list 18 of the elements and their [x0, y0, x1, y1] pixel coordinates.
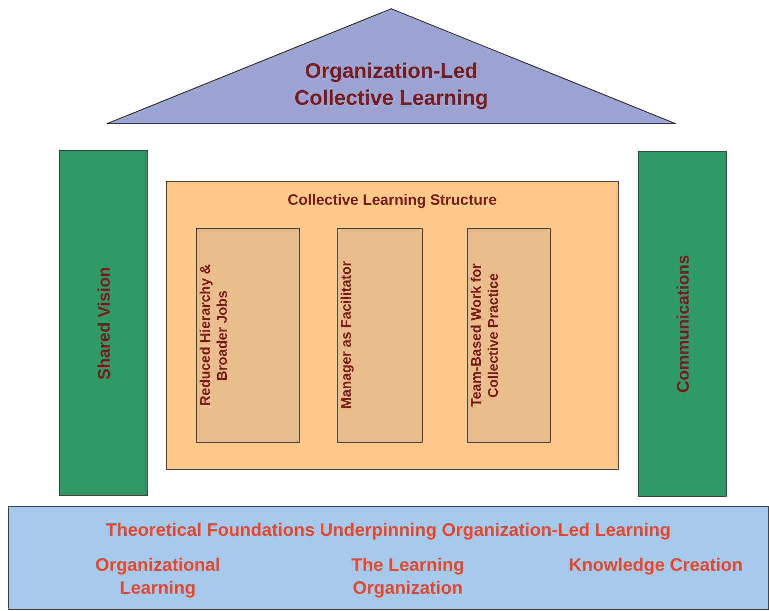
- foundation-title: Theoretical Foundations Underpinning Organization-Led Learning: [104, 520, 672, 541]
- element-label: Team-Based Work for Collective Practice: [468, 262, 502, 410]
- element-box: [337, 228, 423, 443]
- roof-title: Organization-Led Collective Learning: [294, 59, 490, 112]
- foundation-pillar-label: Organizational Learning: [94, 554, 222, 600]
- structure-panel: [166, 181, 619, 470]
- pillar: [638, 151, 727, 497]
- panel-title: Collective Learning Structure: [286, 192, 498, 209]
- pillar-label: Communications: [674, 254, 694, 395]
- foundation-band: [8, 506, 769, 610]
- pillar: [59, 150, 148, 496]
- element-label: Reduced Hierarchy & Broader Jobs: [197, 264, 231, 408]
- foundation-pillar-label: The Learning Organization: [350, 554, 466, 600]
- element-box: [196, 228, 300, 443]
- foundation-pillar-label: Knowledge Creation: [568, 554, 744, 577]
- pillar-label: Shared Vision: [94, 265, 114, 382]
- element-box: [467, 228, 551, 443]
- element-label: Manager as Facilitator: [338, 260, 355, 412]
